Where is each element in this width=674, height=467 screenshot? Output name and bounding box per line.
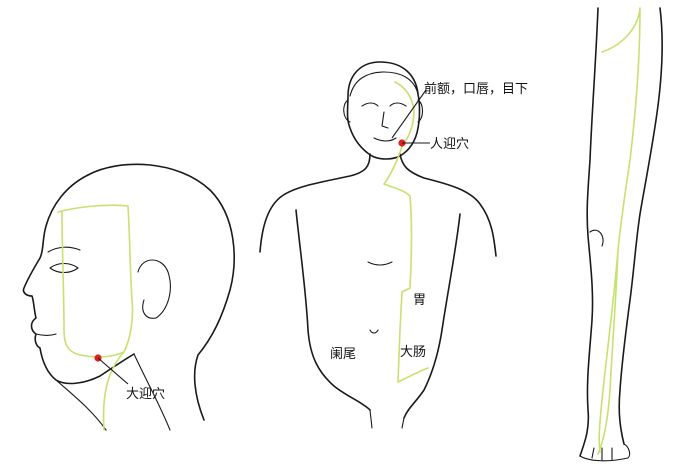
large-intestine-label: 大肠 [400,345,426,360]
torso-outline [259,153,497,419]
eyebrow-outline [47,246,81,253]
front-torso-figure: 人迎穴 前额，口唇，目下 胃 大肠 阑尾 [259,61,528,429]
hair-outline [349,71,419,97]
face-regions-label: 前额，口唇，目下 [424,81,528,97]
torso-details [367,261,405,429]
renying-label: 人迎穴 [430,137,469,152]
face-profile-outline [22,174,135,385]
mouth-outline [35,333,57,337]
leg-outline [579,7,663,457]
face-regions-leader-line [391,89,427,139]
front-nose-mouth [373,111,397,142]
daying-label: 大迎穴 [126,387,165,402]
ear-outline [137,259,171,319]
stomach-label: 胃 [413,293,426,308]
neck-outline [55,353,171,431]
knee-outline [589,229,604,247]
front-ears [343,99,424,123]
daying-leader-line [97,357,129,385]
head-meridian-line [57,204,134,431]
front-eyes [361,102,407,107]
appendix-label: 阑尾 [330,347,356,362]
eye-outline [49,262,79,274]
head-front-outline [346,61,421,160]
leg-meridian-line [597,7,641,455]
foot-outline [579,443,631,462]
leg-figure [579,7,663,462]
torso-meridian-line [383,81,429,383]
head-profile-figure: 大迎穴 [22,163,235,431]
head-profile-outline [87,163,235,421]
